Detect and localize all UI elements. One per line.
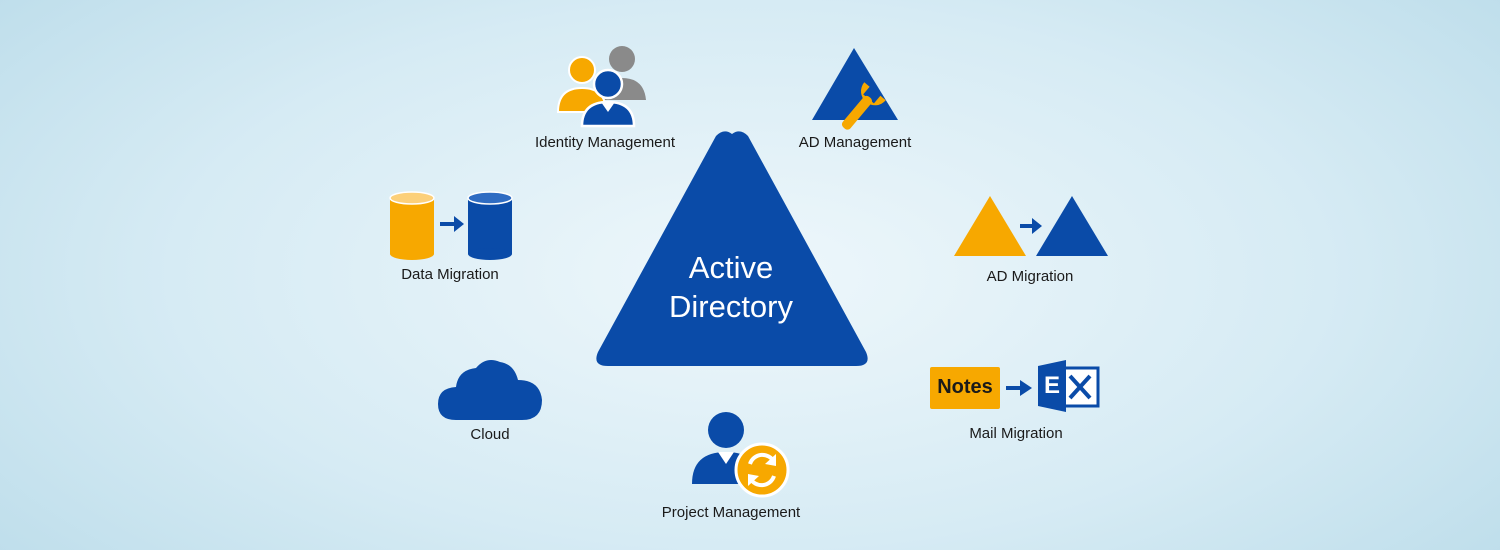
center-title-line1: Active <box>688 250 774 285</box>
exchange-icon-letter: E <box>1043 372 1060 399</box>
data-migration-icon <box>389 191 513 260</box>
active-directory-triangle <box>596 131 868 366</box>
project-management-label: Project Management <box>661 504 801 521</box>
center-title-line2: Directory <box>668 289 793 324</box>
data-migration-label: Data Migration <box>401 266 499 283</box>
identity-management-label: Identity Management <box>534 134 676 151</box>
ad-management-icon <box>812 48 898 130</box>
ad-migration-icon <box>954 196 1108 256</box>
cloud-icon <box>438 360 542 420</box>
ad-migration-label: AD Migration <box>986 268 1074 285</box>
notes-icon: Notes <box>930 367 1000 409</box>
cloud-label: Cloud <box>470 426 510 443</box>
ad-management-label: AD Management <box>798 134 912 151</box>
mail-arrow-icon <box>1006 380 1032 396</box>
exchange-icon: E <box>1036 360 1100 412</box>
notes-icon-text: Notes <box>937 376 993 398</box>
mail-migration-label: Mail Migration <box>969 425 1063 442</box>
identity-group-icon <box>556 46 646 128</box>
project-management-icon <box>692 412 790 498</box>
